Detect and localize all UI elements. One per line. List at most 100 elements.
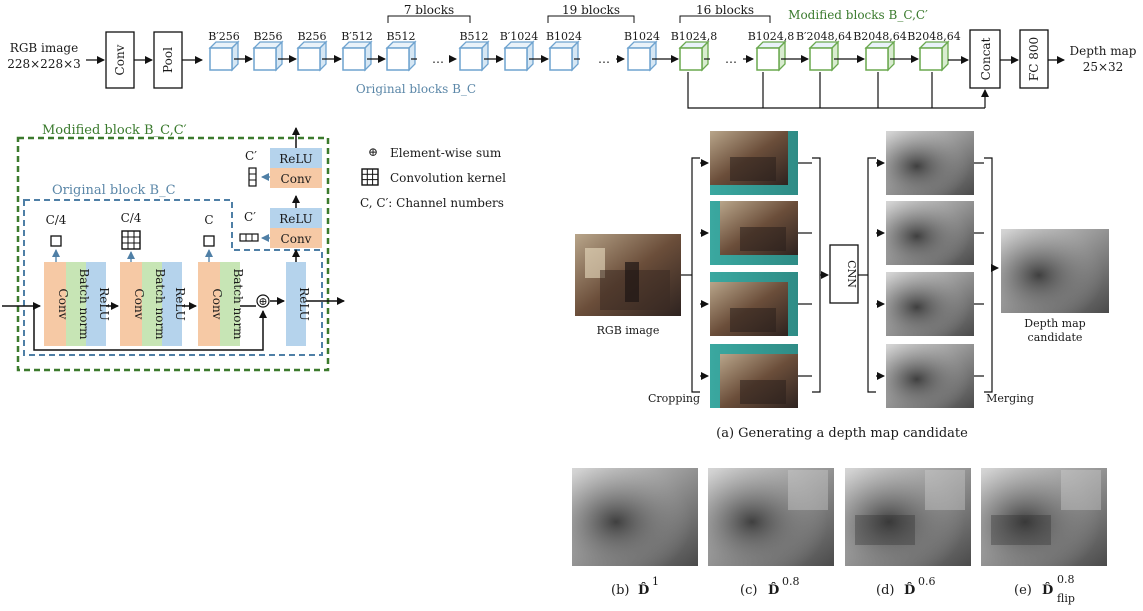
caption-e: (e) D̂ 0.8 flip [1014,573,1075,605]
brace-16-blocks: 16 blocks [696,3,754,17]
legend-kernel: Convolution kernel [390,171,506,185]
depth-crop-4 [876,344,984,408]
cnn-label: CNN [845,260,858,288]
caption-b-label: (b) [611,583,629,598]
block-cube-10 [626,40,658,72]
conv-upper-2 [270,168,322,188]
block-label-11: B1024,8 [671,30,718,43]
conv-layer-1 [44,262,66,346]
block-label-3: B′512 [341,30,373,43]
relu-upper-1 [270,208,322,228]
caption-c: (c) D̂ 0.8 [740,575,800,598]
block-label-1: B256 [253,30,282,43]
kernel-1x1-a [50,235,62,247]
block-cube-8 [548,40,580,72]
block-cube-1 [252,40,284,72]
caption-d: (d) D̂ 0.6 [876,575,936,598]
depth-variant-3 [845,468,971,566]
block-label-4: B512 [386,30,415,43]
depth-crop-1 [876,131,984,195]
block-label-14: B′2048,64 [796,30,852,43]
channel-c4-b: C/4 [121,211,142,225]
caption-e-label: (e) [1014,583,1032,598]
depth-crop-2 [876,201,984,265]
relu-upper-2 [270,148,322,168]
block-cube-16 [918,40,950,72]
crop-image-4 [700,344,812,408]
block-label-0: B′256 [208,30,240,43]
ellipsis: … [432,52,444,66]
conv-label-1: Conv [56,289,70,320]
legend-channels: C, C′: Channel numbers [360,196,504,210]
cnn-box [829,244,859,304]
caption-b: (b) D̂ 1 [611,575,659,598]
conv-layer-2 [120,262,142,346]
caption-b-sup: 1 [652,575,659,588]
block-label-15: B2048,64 [853,30,907,43]
depth-variants [572,468,1107,566]
bottom-row: (b) D̂ 1 (c) D̂ 0.8 (d) D̂ 0.6 (e) D̂ 0.… [572,468,1107,605]
kernel-1x1-b [203,235,215,247]
depth-candidate-label-2: candidate [1028,331,1083,344]
block-label-8: B1024 [546,30,582,43]
relu-layer-2 [162,262,182,346]
input-label: RGB image [10,41,78,55]
rgb-image-label: RGB image [597,324,660,337]
depth-variant-2 [708,468,834,566]
block-cube-4 [385,40,417,72]
legend-sum-symbol: ⊕ [368,145,378,159]
batch-norm-label-2: Batch norm [153,268,167,340]
original-block-border [23,199,323,356]
conv-layer-3 [198,262,220,346]
relu-upper-1-label: ReLU [279,212,313,226]
kernel-3x1 [248,167,257,187]
block-cube-15 [864,40,896,72]
concat-box [969,29,1001,89]
fc-label: FC 800 [1027,37,1041,81]
block-cube-7 [503,40,535,72]
caption-e-sub: flip [1057,592,1075,605]
batch-norm-layer-1 [66,262,86,346]
depth-candidate-panel: RGB image Cropping CNN Merging Depth map… [575,131,1109,441]
block-detail: Modified block B_C,C′ Original block B_C… [2,123,506,372]
depth-crops [876,131,984,408]
batch-norm-layer-3 [220,262,240,346]
crop-image-1 [700,131,812,195]
batch-norm-label-3: Batch norm [231,268,245,340]
conv-label: Conv [113,44,127,75]
caption-d-label: (d) [876,583,894,598]
caption-e-symbol: D̂ [1042,582,1053,598]
original-block-title: Original block B_C [52,183,176,198]
channel-c: C [204,213,213,227]
modified-blocks-label: Modified blocks B_C,C′ [788,8,928,22]
conv-upper-1-label: Conv [281,232,312,246]
brace-7-blocks: 7 blocks [404,3,454,17]
crop-image-2 [700,201,812,265]
block-label-13: B1024,8 [748,30,795,43]
block-cube-11 [678,40,710,72]
block-cube-3 [341,40,373,72]
channel-cprime-top: C′ [245,149,257,163]
conv-label-2: Conv [132,289,146,320]
caption-b-symbol: D̂ [638,582,649,598]
caption-a: (a) Generating a depth map candidate [716,426,968,441]
merging-label: Merging [986,392,1034,405]
caption-d-sup: 0.6 [918,575,936,588]
conv-upper-1 [270,228,322,248]
depth-candidate-label-1: Depth map [1024,317,1085,330]
relu-layer-1 [86,262,106,346]
concat-label: Concat [979,37,993,80]
block-cube-2 [296,40,328,72]
pool-label: Pool [161,47,175,73]
block-cube-14 [808,40,840,72]
kernel-1x3 [239,233,259,242]
relu-label-final: ReLU [297,287,311,321]
depth-variant-1 [572,468,698,566]
caption-c-label: (c) [740,583,757,598]
batch-norm-layer-2 [142,262,162,346]
batch-norm-label-1: Batch norm [77,268,91,340]
sum-node [256,294,270,308]
ellipsis: … [598,52,610,66]
